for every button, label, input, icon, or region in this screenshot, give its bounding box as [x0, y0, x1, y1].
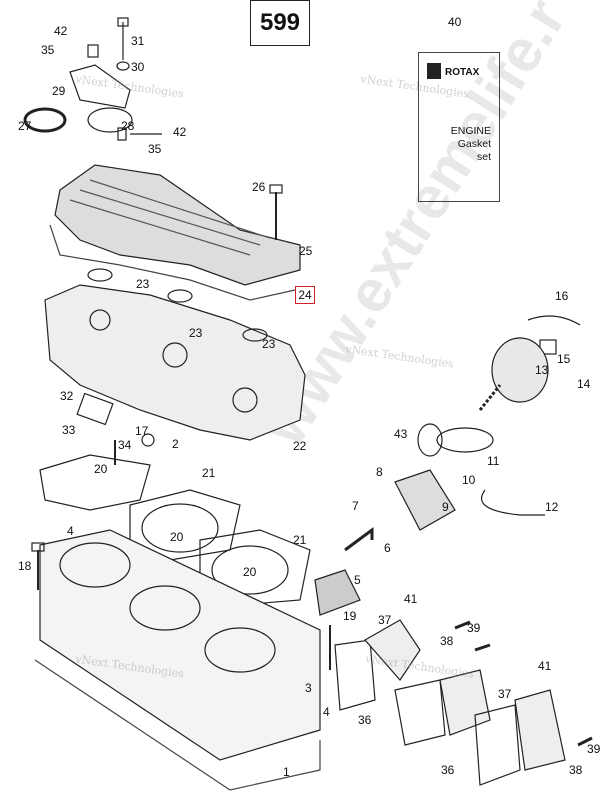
- callout[interactable]: 21: [202, 466, 216, 480]
- callout[interactable]: 39: [467, 621, 481, 635]
- highlighted-callout-24[interactable]: 24: [295, 286, 315, 304]
- callout[interactable]: 41: [538, 659, 552, 673]
- booklet-brand: ROTAX: [445, 67, 480, 78]
- callout[interactable]: 5: [354, 573, 361, 587]
- callout[interactable]: 17: [135, 424, 149, 438]
- callout[interactable]: 32: [60, 389, 74, 403]
- callout[interactable]: 35: [148, 142, 162, 156]
- callout[interactable]: 41: [404, 592, 418, 606]
- booklet-title: ENGINE Gasket set: [451, 125, 491, 164]
- elbow-29: [69, 64, 131, 109]
- callout[interactable]: 42: [54, 24, 68, 38]
- callout[interactable]: 28: [121, 119, 135, 133]
- gasket-set-booklet[interactable]: ROTAX ENGINE Gasket set: [418, 52, 500, 202]
- callout[interactable]: 33: [62, 423, 76, 437]
- callout[interactable]: 4: [67, 524, 74, 538]
- callout[interactable]: 11: [487, 454, 500, 468]
- callout[interactable]: 1: [283, 765, 290, 779]
- plug-35: [87, 44, 99, 58]
- spring-clip-16: [527, 315, 581, 326]
- callout[interactable]: 31: [131, 34, 145, 48]
- callout[interactable]: 36: [358, 713, 372, 727]
- callout[interactable]: 34: [118, 438, 132, 452]
- callout[interactable]: 37: [378, 613, 392, 627]
- callout[interactable]: 9: [442, 500, 449, 514]
- plug-35b: [117, 127, 127, 141]
- callout[interactable]: 35: [41, 43, 55, 57]
- callout[interactable]: 3: [305, 681, 312, 695]
- callout[interactable]: 20: [170, 530, 184, 544]
- callout[interactable]: 19: [343, 609, 357, 623]
- callout[interactable]: 15: [557, 352, 571, 366]
- callout[interactable]: 10: [462, 473, 476, 487]
- callout[interactable]: 39: [587, 742, 601, 756]
- callout[interactable]: 25: [299, 244, 313, 258]
- callout[interactable]: 4: [323, 705, 330, 719]
- callout[interactable]: 23: [136, 277, 150, 291]
- callout[interactable]: 20: [94, 462, 108, 476]
- callout[interactable]: 21: [293, 533, 307, 547]
- callout[interactable]: 7: [352, 499, 359, 513]
- callout[interactable]: 27: [18, 119, 32, 133]
- callout[interactable]: 30: [131, 60, 145, 74]
- callout[interactable]: 26: [252, 180, 266, 194]
- callout[interactable]: 13: [535, 363, 549, 377]
- o-ring-28: [87, 107, 133, 133]
- callout[interactable]: 14: [577, 377, 591, 391]
- callout[interactable]: 29: [52, 84, 66, 98]
- callout[interactable]: 12: [545, 500, 559, 514]
- callout[interactable]: 18: [18, 559, 32, 573]
- cylinder-block-4: [39, 529, 321, 761]
- cylinder-head-22: [44, 284, 306, 441]
- callout[interactable]: 6: [384, 541, 391, 555]
- callout[interactable]: 2: [172, 437, 179, 451]
- cylinder-head-cover-25: [54, 164, 301, 286]
- callout[interactable]: 43: [394, 427, 408, 441]
- callout[interactable]: 40: [448, 15, 462, 29]
- callout[interactable]: 23: [189, 326, 203, 340]
- housing-14: [491, 337, 549, 403]
- callout[interactable]: 23: [262, 337, 276, 351]
- booklet-line: Gasket: [457, 138, 491, 150]
- o-ring-27: [23, 107, 67, 133]
- callout[interactable]: 20: [243, 565, 257, 579]
- callout[interactable]: 16: [555, 289, 569, 303]
- callout[interactable]: 36: [441, 763, 455, 777]
- booklet-line: set: [476, 151, 491, 163]
- booklet-line: ENGINE: [450, 125, 491, 137]
- callout[interactable]: 22: [293, 439, 307, 453]
- callout[interactable]: 38: [440, 634, 454, 648]
- rotax-logo-icon: [427, 63, 441, 79]
- page-number-box: 599: [250, 0, 310, 46]
- callout[interactable]: 37: [498, 687, 512, 701]
- callout[interactable]: 8: [376, 465, 383, 479]
- callout[interactable]: 38: [569, 763, 583, 777]
- callout[interactable]: 42: [173, 125, 187, 139]
